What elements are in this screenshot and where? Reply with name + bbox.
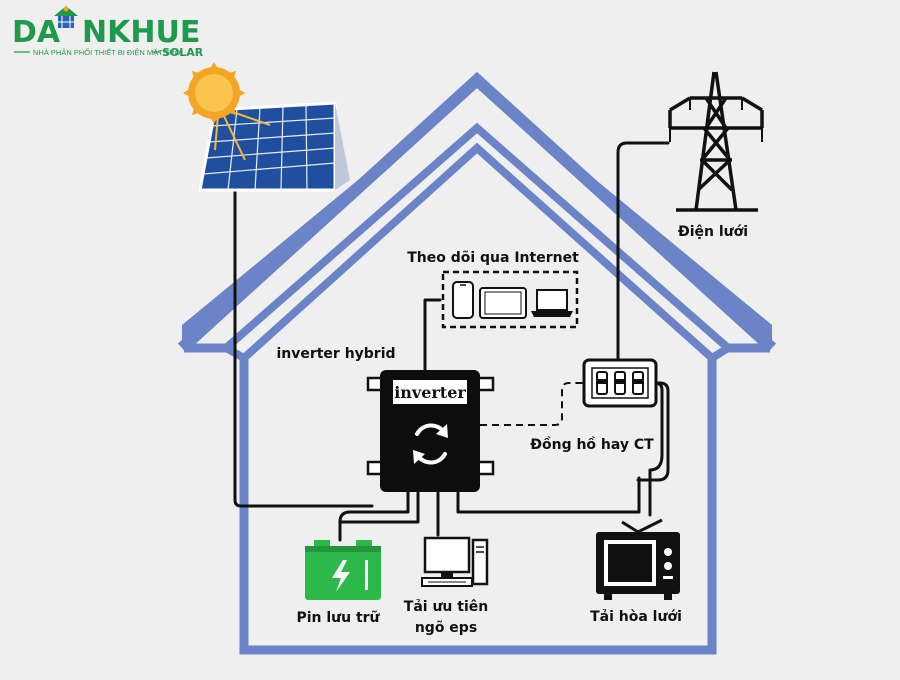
inverter-box-text: inverter <box>394 383 466 402</box>
wire-inverter-battery <box>338 491 420 542</box>
logo-text-da: DA <box>12 15 61 50</box>
transmission-tower-icon <box>668 71 764 212</box>
refresh-cycle-icon <box>413 423 448 465</box>
wire-inverter-meter-dashed <box>480 382 584 426</box>
monitoring-box <box>441 270 579 329</box>
logo-solar-text: SOLAR <box>162 46 204 59</box>
sun-icon <box>183 62 245 124</box>
logo-text-nkhue: NKHUE <box>82 15 200 50</box>
brand-logo: DA NKHUE NHÀ PHÂN PHỐI THIẾT BỊ ĐIỆN MẶT… <box>12 6 204 59</box>
inverter-box: inverter <box>366 370 495 492</box>
battery-label: Pin lưu trữ <box>296 610 380 626</box>
laptop-icon <box>531 289 573 317</box>
wire-solar-inverter <box>233 190 374 508</box>
logo-tagline: NHÀ PHÂN PHỐI THIẾT BỊ ĐIỆN MẶT TRỜI <box>33 47 183 57</box>
computer-icon <box>421 536 489 587</box>
wire-inverter-monitoring <box>423 298 442 374</box>
smartphone-icon <box>452 281 474 319</box>
eps-load-label-line2: ngõ eps <box>415 620 477 636</box>
television-icon <box>596 518 680 600</box>
meter-label: Đồng hồ hay CT <box>530 436 654 453</box>
house-outline <box>177 71 777 655</box>
inverter-label: inverter hybrid <box>276 346 395 362</box>
battery-icon <box>305 540 381 600</box>
tablet-icon <box>479 287 527 319</box>
wire-inverter-grid-load <box>456 476 641 514</box>
grid-load-label: Tải hòa lưới <box>590 609 682 625</box>
eps-load-label-line1: Tải ưu tiên <box>404 599 488 615</box>
monitoring-label: Theo dõi qua Internet <box>407 250 579 266</box>
grid-label: Điện lưới <box>678 224 748 240</box>
wire-grid-meter <box>616 141 670 362</box>
solar-panel-icon <box>198 101 350 192</box>
meter-icon <box>582 358 658 408</box>
logo-house-icon <box>54 6 78 28</box>
